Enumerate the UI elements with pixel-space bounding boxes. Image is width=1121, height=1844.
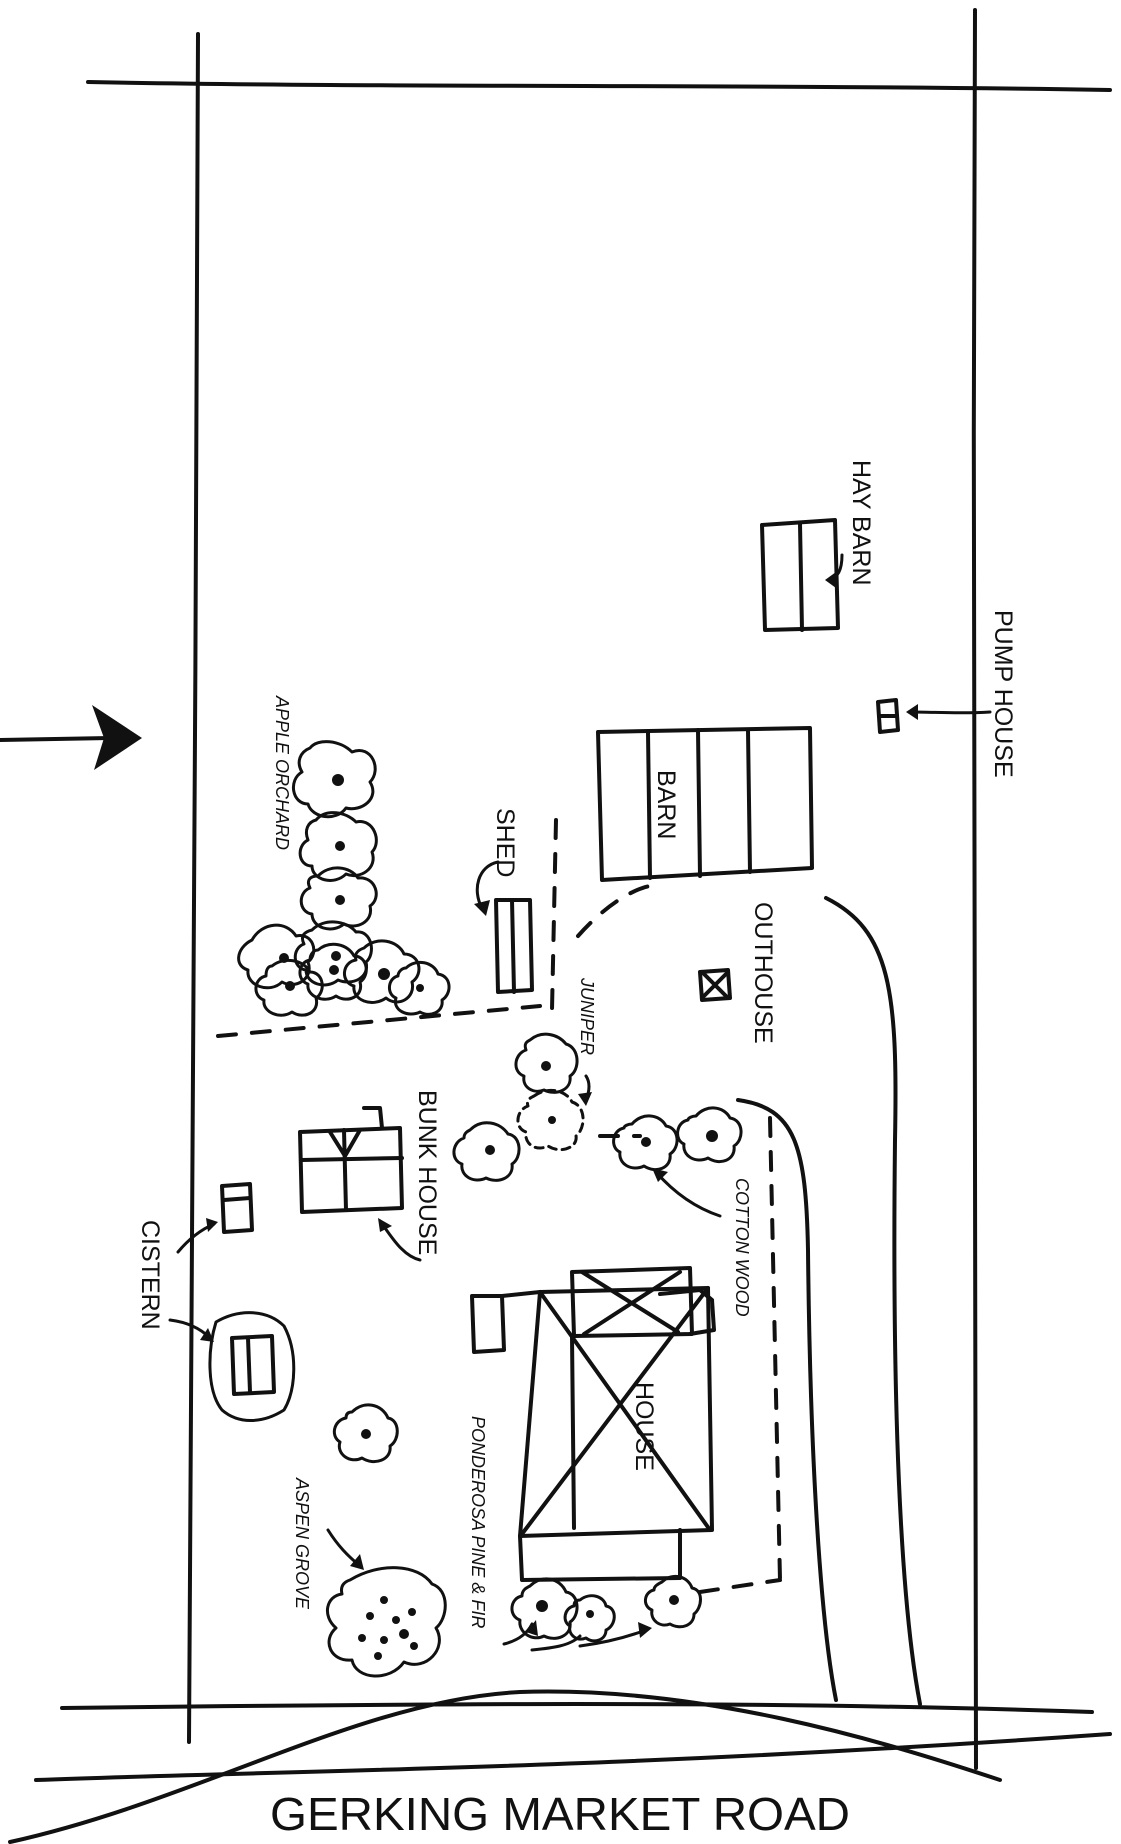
house: HOUSE [470,1266,716,1582]
cistern: CISTERN [136,1182,296,1422]
bunk-house: BUNK HOUSE [298,1090,441,1262]
road-name: GERKING MARKET ROAD [270,1788,850,1840]
barn-label: BARN [652,770,680,839]
cistern-label: CISTERN [136,1220,164,1330]
apple-orchard-label: APPLE ORCHARD [272,695,292,850]
house-label: HOUSE [630,1382,658,1471]
tree [332,1403,399,1463]
shed-label: SHED [491,808,519,877]
hay-barn-label: HAY BARN [847,460,875,586]
ponderosa-pine-fir: PONDEROSA PINE & FIR [468,1416,702,1652]
pump-house-label: PUMP HOUSE [989,610,1017,778]
aspen-grove-label: ASPEN GROVE [292,1477,312,1610]
ponderosa-label: PONDEROSA PINE & FIR [468,1416,488,1628]
pump-house: PUMP HOUSE [876,610,1017,778]
fence-lines [216,818,782,1594]
aspen-grove: ASPEN GROVE [292,1477,447,1678]
juniper: JUNIPER [452,977,597,1182]
driveway [736,896,922,1706]
barn: BARN [596,726,814,882]
outhouse-label: OUTHOUSE [749,902,777,1044]
juniper-label: JUNIPER [577,977,597,1055]
property-boundary [60,8,1112,1770]
shed: SHED [474,808,534,994]
cotton-wood: COTTON WOOD [612,1106,752,1317]
cotton-wood-label: COTTON WOOD [732,1178,752,1317]
north-arrow-icon [0,705,142,770]
hay-barn: HAY BARN [760,460,875,632]
road-curves [8,1689,1112,1844]
apple-orchard: APPLE ORCHARD [237,695,451,1017]
bunk-house-label: BUNK HOUSE [413,1090,441,1255]
outhouse: OUTHOUSE [698,902,777,1044]
